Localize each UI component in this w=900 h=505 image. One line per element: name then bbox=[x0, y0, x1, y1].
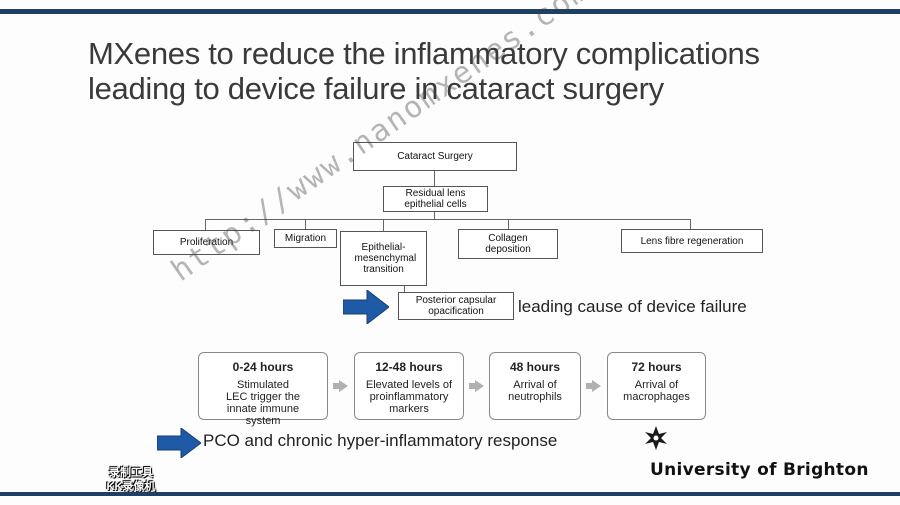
device-failure-annotation: leading cause of device failure bbox=[518, 297, 747, 316]
timeline-step-4: 72 hours Arrival of macrophages bbox=[607, 352, 706, 420]
recorder-label-line-2: KK录像机 bbox=[106, 481, 156, 493]
blue-arrow-icon bbox=[157, 428, 201, 458]
posterior-capsular-opacification-box: Posterior capsular opacification bbox=[398, 292, 514, 320]
star-logo-icon bbox=[645, 426, 667, 450]
timeline-step-3-desc: Arrival of neutrophils bbox=[508, 379, 562, 403]
timeline-step-3: 48 hours Arrival of neutrophils bbox=[489, 352, 581, 420]
connector-middle-branch bbox=[434, 212, 435, 220]
branch-drop-proliferation bbox=[205, 219, 206, 230]
migration-label: Migration bbox=[284, 233, 327, 244]
migration-box: Migration bbox=[274, 229, 337, 248]
timeline-step-1: 0-24 hours Stimulated LEC trigger the in… bbox=[198, 352, 328, 427]
residual-lens-cells-box: Residual lens epithelial cells bbox=[383, 186, 488, 212]
lens-fibre-regeneration-label: Lens fibre regeneration bbox=[640, 235, 744, 247]
collagen-deposition-box: Collagen deposition bbox=[458, 229, 558, 259]
timeline-step-2-desc: Elevated levels of proinflammatory marke… bbox=[365, 379, 453, 415]
bottom-accent-bar bbox=[0, 492, 900, 496]
timeline-step-4-time: 72 hours bbox=[631, 360, 682, 374]
timeline-step-2: 12-48 hours Elevated levels of proinflam… bbox=[354, 352, 464, 420]
cataract-surgery-label: Cataract Surgery bbox=[397, 151, 473, 162]
connector-emt-outcome bbox=[404, 286, 405, 292]
branch-horizontal-line bbox=[205, 219, 690, 220]
gray-arrow-icon bbox=[586, 380, 601, 392]
university-brand-label: University of Brighton bbox=[650, 460, 869, 480]
proliferation-box: Proliferation bbox=[153, 230, 260, 255]
title-line-2: leading to device failure in cataract su… bbox=[88, 71, 664, 106]
connector-root-middle bbox=[434, 171, 435, 186]
title-line-1: MXenes to reduce the inflammatory compli… bbox=[88, 36, 760, 71]
emt-box: Epithelial-mesenchymal transition bbox=[340, 231, 427, 286]
conclusion-text: PCO and chronic hyper-inflammatory respo… bbox=[203, 431, 558, 450]
pco-label: Posterior capsular opacification bbox=[415, 295, 497, 317]
timeline-step-3-time: 48 hours bbox=[509, 360, 560, 374]
gray-arrow-icon bbox=[333, 380, 348, 392]
branch-drop-emt bbox=[383, 219, 384, 231]
branch-drop-lens-fibre bbox=[690, 219, 691, 229]
branch-drop-migration bbox=[305, 219, 306, 229]
timeline-step-2-time: 12-48 hours bbox=[375, 360, 443, 374]
lens-fibre-regeneration-box: Lens fibre regeneration bbox=[621, 229, 763, 253]
timeline-step-1-time: 0-24 hours bbox=[232, 360, 294, 374]
branch-drop-collagen bbox=[508, 219, 509, 229]
blue-arrow-icon bbox=[343, 290, 389, 324]
gray-arrow-icon bbox=[469, 380, 484, 392]
timeline-step-1-desc: Stimulated LEC trigger the innate immune… bbox=[226, 379, 300, 427]
emt-label: Epithelial-mesenchymal transition bbox=[354, 242, 417, 275]
slide-title: MXenes to reduce the inflammatory compli… bbox=[88, 36, 878, 106]
timeline-step-4-desc: Arrival of macrophages bbox=[623, 379, 690, 403]
residual-lens-cells-label: Residual lens epithelial cells bbox=[404, 188, 467, 210]
proliferation-label: Proliferation bbox=[179, 237, 234, 248]
collagen-deposition-label: Collagen deposition bbox=[485, 233, 531, 255]
recorder-label-line-1: 录制工具 bbox=[109, 467, 153, 479]
cataract-surgery-box: Cataract Surgery bbox=[353, 142, 517, 171]
top-accent-bar bbox=[0, 9, 900, 14]
